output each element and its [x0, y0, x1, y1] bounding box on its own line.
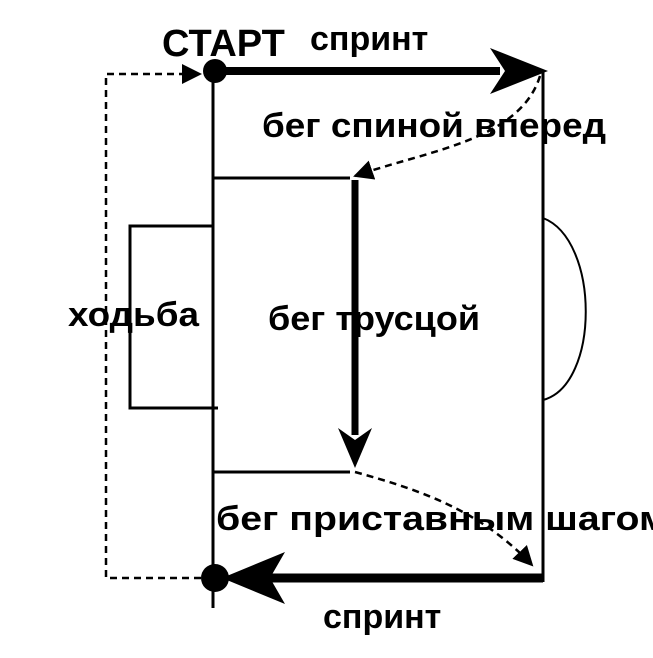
sprint-top-arrowhead	[490, 48, 548, 94]
finish-point	[201, 564, 229, 592]
start-point	[203, 59, 227, 83]
backward-run-label: бег спиной вперед	[262, 107, 606, 145]
walking-bracket	[128, 224, 218, 410]
walking-label: ходьба	[68, 296, 200, 334]
side-step-dashed-arrow	[354, 470, 534, 567]
sprint-bottom-arrowhead	[222, 552, 285, 604]
return-dashed-path	[104, 64, 213, 580]
side-step-run-label: бег приставным шагом	[216, 500, 653, 538]
sprint-top-label: спринт	[310, 20, 428, 58]
sprint-bottom-label: спринт	[323, 598, 441, 636]
backward-run-dashed-arrow	[353, 75, 542, 180]
jogging-arrowhead	[338, 428, 372, 468]
jogging-label: бег трусцой	[268, 300, 480, 338]
start-label: СТАРТ	[162, 23, 285, 65]
goal-arc	[542, 217, 587, 401]
